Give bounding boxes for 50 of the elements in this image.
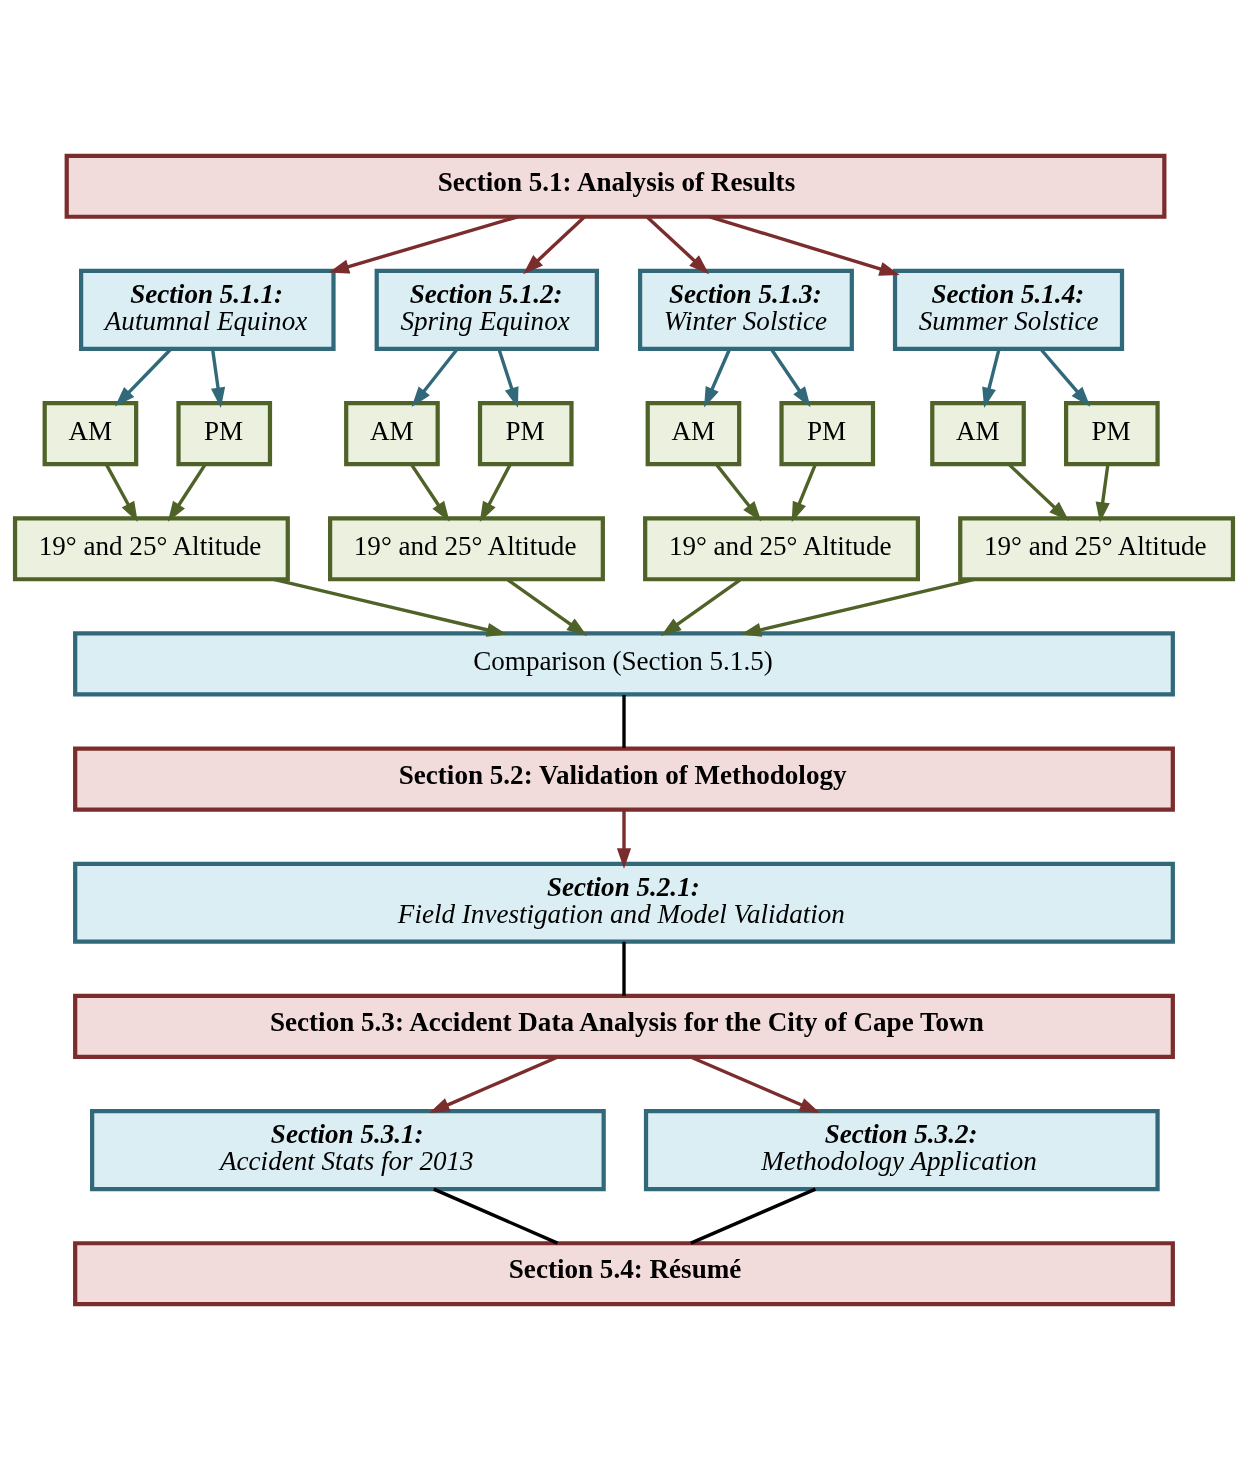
arrow	[769, 348, 811, 408]
arrow	[410, 463, 450, 522]
arrow	[328, 215, 519, 274]
arrow	[616, 809, 632, 869]
node-box: Section 5.3.2: Methodology Application	[643, 1109, 1160, 1192]
node-box: Section 5.3: Accident Data Analysis for the City of Cape Town	[73, 993, 1175, 1060]
node-box: AM	[930, 400, 1026, 467]
node-box: Section 5.1.4: Summer Solstice	[892, 268, 1125, 351]
node-box: 19° and 25° Altitude	[643, 516, 920, 582]
arrow	[1095, 464, 1110, 523]
arrow	[479, 463, 512, 523]
arrow	[645, 215, 710, 275]
node-box: Section 5.1.1: Autumnal Equinox	[79, 268, 336, 351]
node-box: 19° and 25° Altitude	[958, 516, 1236, 582]
arrow	[660, 578, 742, 637]
arrow	[1008, 463, 1069, 521]
node-box: PM	[779, 400, 876, 467]
node-box: PM	[176, 400, 273, 467]
node-box: Section 5.2.1: Field Investigation and Model Validation	[73, 861, 1175, 944]
node-box: AM	[42, 400, 139, 467]
node-box: Section 5.1.2: Spring Equinox	[374, 268, 599, 351]
node-box: AM	[645, 400, 742, 467]
arrow	[791, 464, 817, 523]
connector	[622, 941, 626, 996]
node-box: Comparison (Section 5.1.5)	[73, 631, 1175, 697]
arrow	[740, 577, 975, 637]
connector	[433, 1187, 559, 1245]
node-box: PM	[1064, 400, 1160, 467]
node-box: Section 5.4: Résumé	[73, 1241, 1175, 1307]
arrow	[167, 463, 207, 522]
node-box: Section 5.1: Analysis of Results	[64, 153, 1167, 219]
connector	[690, 1187, 817, 1245]
node-box: PM	[477, 400, 574, 467]
arrow	[709, 215, 900, 276]
arrow	[210, 348, 226, 408]
node-box: 19° and 25° Altitude	[12, 516, 290, 582]
arrow	[523, 215, 586, 275]
connector	[622, 695, 626, 748]
arrow	[104, 463, 138, 522]
arrow	[497, 348, 519, 408]
node-box: Section 5.2: Validation of Methodology	[73, 746, 1175, 812]
node-box: Section 5.1.3: Winter Solstice	[637, 268, 854, 351]
arrow	[273, 577, 508, 637]
arrow	[982, 348, 1001, 408]
arrow	[506, 578, 588, 637]
arrow	[704, 348, 732, 408]
arrow	[715, 463, 762, 522]
node-box: 19° and 25° Altitude	[328, 516, 605, 582]
node-box: AM	[344, 400, 440, 467]
node-box: Section 5.3.1: Accident Stats for 2013	[90, 1109, 606, 1192]
